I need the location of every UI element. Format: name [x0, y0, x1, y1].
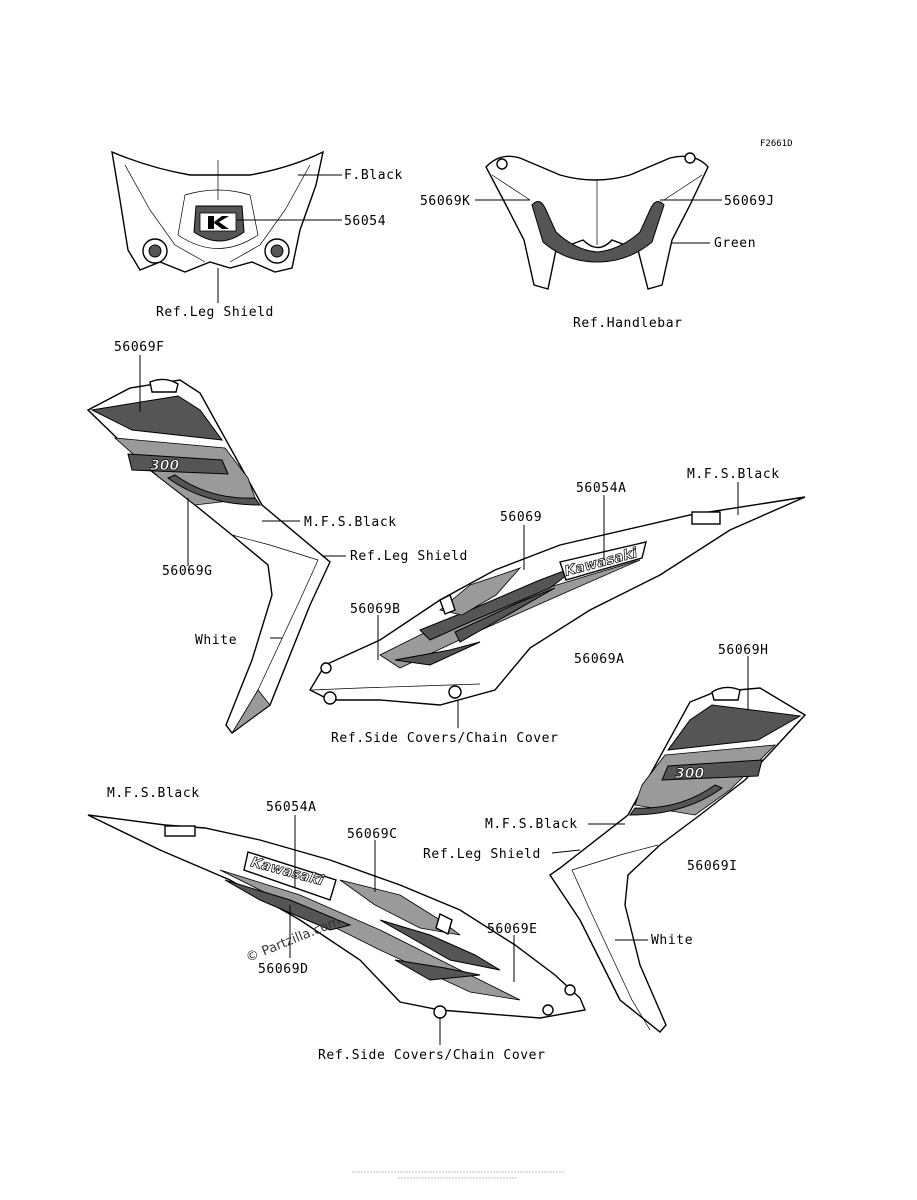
- label-white-right: White: [651, 933, 693, 948]
- left-fairing-illustration: 300: [86, 378, 331, 734]
- label-ref-side-covers-bottom: Ref.Side Covers/Chain Cover: [318, 1048, 546, 1063]
- label-56069g: 56069G: [162, 564, 213, 579]
- label-ref-handlebar: Ref.Handlebar: [573, 316, 683, 331]
- label-56069d: 56069D: [258, 962, 309, 977]
- label-56069k: 56069K: [420, 194, 471, 209]
- model-logo-right: 300: [675, 766, 704, 782]
- label-56069i: 56069I: [687, 859, 738, 874]
- diagram-id: F2661D: [760, 139, 793, 149]
- front-cowl-illustration: [111, 150, 324, 273]
- label-mfs-black-left: M.F.S.Black: [304, 515, 397, 530]
- label-ref-leg-shield-top: Ref.Leg Shield: [156, 305, 274, 320]
- label-56069a: 56069A: [574, 652, 625, 667]
- model-logo-left: 300: [150, 458, 179, 474]
- label-56054a-top: 56054A: [576, 481, 627, 496]
- label-ref-leg-shield-left: Ref.Leg Shield: [350, 549, 468, 564]
- label-ref-leg-shield-right: Ref.Leg Shield: [423, 847, 541, 862]
- label-mfs-black-bottom-left: M.F.S.Black: [107, 786, 200, 801]
- label-mfs-black-right-top: M.F.S.Black: [687, 467, 780, 482]
- label-56054a-bottom: 56054A: [266, 800, 317, 815]
- label-56069b: 56069B: [350, 602, 401, 617]
- footer-fine-print: [352, 1171, 564, 1179]
- right-side-cover-illustration: Kawasaki: [309, 496, 806, 706]
- label-green: Green: [714, 236, 756, 251]
- watermark: © Partzilla.com: [244, 914, 343, 965]
- right-fairing-illustration: 300: [549, 686, 807, 1033]
- label-56069c: 56069C: [347, 827, 398, 842]
- label-56069j: 56069J: [724, 194, 775, 209]
- label-56069h: 56069H: [718, 643, 769, 658]
- leader-lines: [139, 174, 749, 1045]
- label-f-black: F.Black: [344, 168, 403, 183]
- label-white-left: White: [195, 633, 237, 648]
- label-56069e: 56069E: [487, 922, 538, 937]
- label-56069f: 56069F: [114, 340, 165, 355]
- label-ref-side-covers-top: Ref.Side Covers/Chain Cover: [331, 731, 559, 746]
- label-56069: 56069: [500, 510, 542, 525]
- label-56054: 56054: [344, 214, 386, 229]
- callout-labels: F.Black 56054 Ref.Leg Shield 56069K 5606…: [107, 168, 780, 1063]
- headlight-cover-illustration: [485, 152, 709, 290]
- left-side-cover-illustration: Kawasaki: [87, 814, 586, 1019]
- label-mfs-black-right-bottom: M.F.S.Black: [485, 817, 578, 832]
